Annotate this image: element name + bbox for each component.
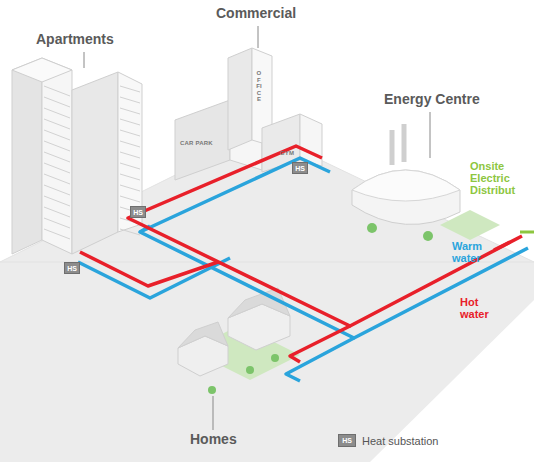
leader-lines: [84, 26, 430, 430]
legend-icon-text: HS: [342, 437, 352, 445]
heat-substation: HS: [130, 206, 146, 218]
heading-label: Energy Centre: [384, 92, 480, 107]
heat-substation: HS: [292, 162, 308, 174]
legend-icon: HS: [338, 434, 356, 447]
heading-label: Apartments: [36, 32, 114, 47]
pipes: [78, 146, 534, 381]
substation-text: HS: [133, 209, 143, 216]
legend-row: HS Heat substation: [338, 434, 438, 447]
pipe-label: Hot water: [460, 296, 494, 320]
commercial-building: [175, 48, 322, 180]
building-sign: OFFICE: [256, 70, 262, 103]
building-sign: CAR PARK: [180, 140, 213, 147]
substation-text: HS: [67, 265, 77, 272]
substation-text: HS: [295, 165, 305, 172]
heading-label: Homes: [190, 432, 237, 447]
building-sign: GYM: [280, 150, 294, 157]
pipe-label: Warm water: [452, 240, 498, 264]
heat-substation: HS: [64, 262, 80, 274]
apartments-building: [12, 58, 142, 254]
heading-label: Commercial: [216, 6, 296, 21]
energy-centre-building: [352, 124, 460, 241]
homes: [178, 288, 290, 394]
feature-label: Onsite Electric Distribut: [470, 160, 528, 196]
legend-text: Heat substation: [362, 435, 438, 447]
